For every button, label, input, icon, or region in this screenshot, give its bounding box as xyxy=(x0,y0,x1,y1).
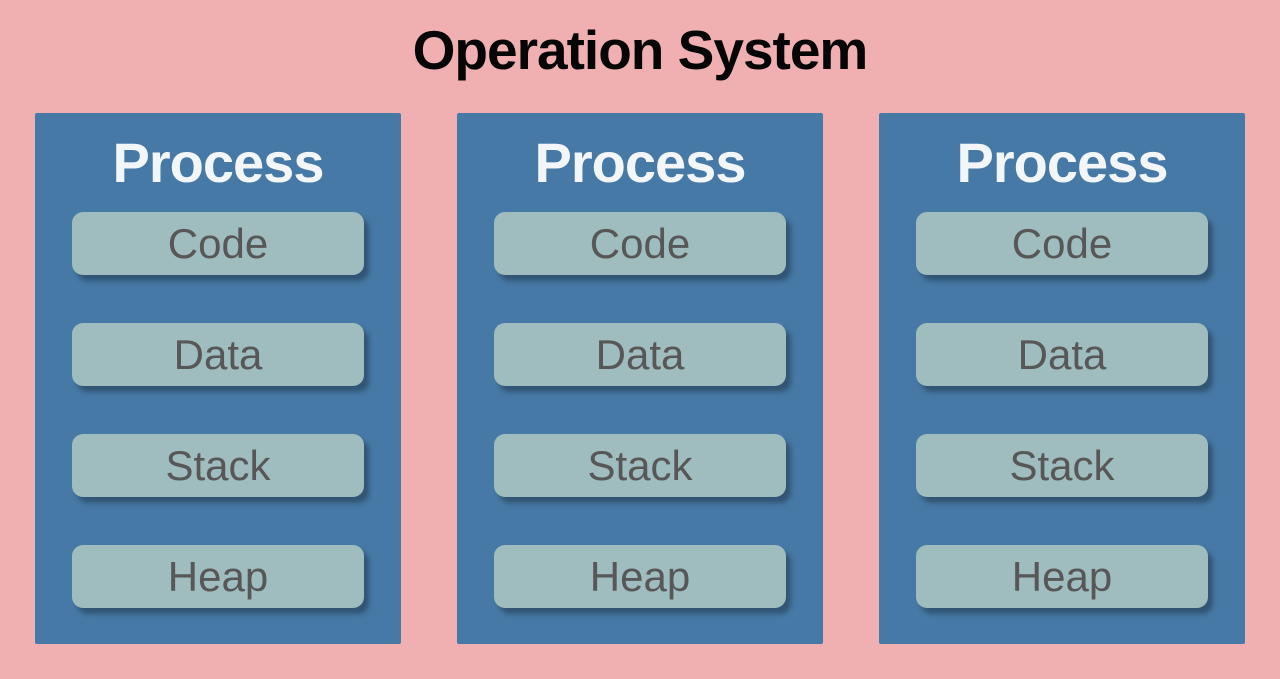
segment-data: Data xyxy=(72,323,364,386)
segment-stack: Stack xyxy=(494,434,786,497)
segment-code: Code xyxy=(494,212,786,275)
diagram-title: Operation System xyxy=(412,19,869,81)
segment-heap: Heap xyxy=(494,545,786,608)
process-card: Process Code Data Stack Heap xyxy=(35,113,401,644)
segment-list: Code Data Stack Heap xyxy=(879,212,1245,608)
segment-data: Data xyxy=(494,323,786,386)
process-title: Process xyxy=(534,131,747,194)
process-title: Process xyxy=(112,131,325,194)
process-card: Process Code Data Stack Heap xyxy=(457,113,823,644)
segment-stack: Stack xyxy=(916,434,1208,497)
process-title: Process xyxy=(956,131,1169,194)
process-row: Process Code Data Stack Heap Process Cod… xyxy=(0,113,1280,644)
segment-data: Data xyxy=(916,323,1208,386)
segment-code: Code xyxy=(72,212,364,275)
segment-stack: Stack xyxy=(72,434,364,497)
process-card: Process Code Data Stack Heap xyxy=(879,113,1245,644)
segment-heap: Heap xyxy=(72,545,364,608)
segment-list: Code Data Stack Heap xyxy=(457,212,823,608)
segment-code: Code xyxy=(916,212,1208,275)
segment-list: Code Data Stack Heap xyxy=(35,212,401,608)
segment-heap: Heap xyxy=(916,545,1208,608)
